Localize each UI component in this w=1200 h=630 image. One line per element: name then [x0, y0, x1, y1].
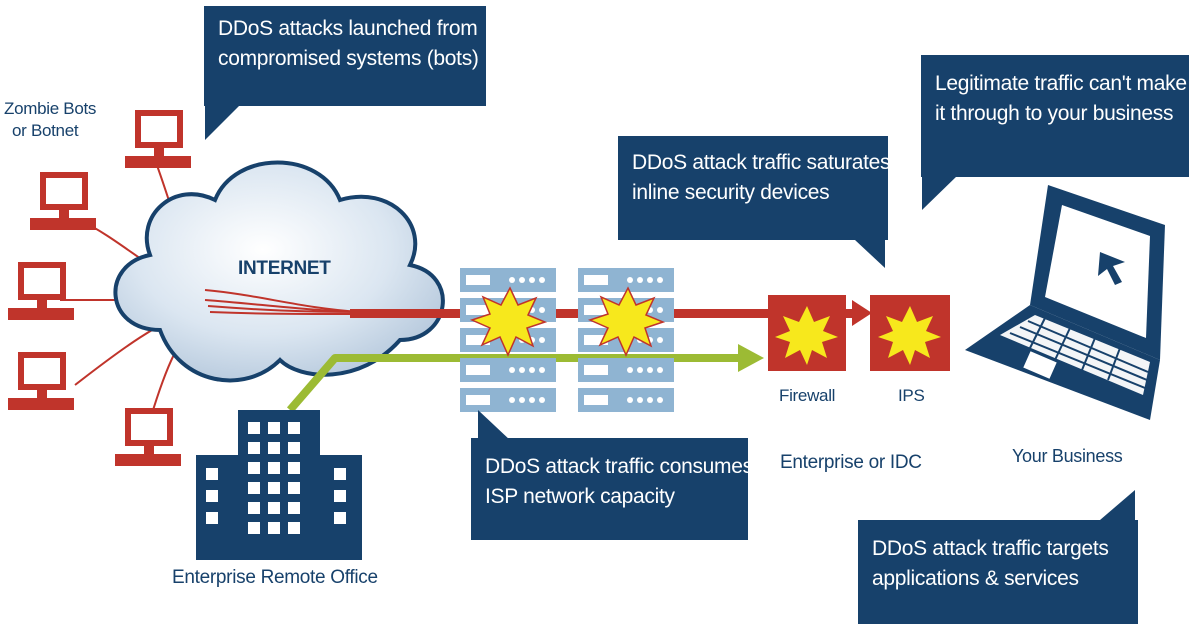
laptop-icon	[965, 185, 1165, 420]
callout-line: applications & services	[872, 567, 1079, 590]
callout-line: DDoS attack traffic consumes	[485, 455, 753, 478]
callout-saturates: DDoS attack traffic saturates inline sec…	[618, 136, 891, 240]
ips-icon	[870, 295, 950, 371]
callout-line: compromised systems (bots)	[218, 47, 479, 70]
callout-line: ISP network capacity	[485, 485, 675, 508]
callout-bots: DDoS attacks launched from compromised s…	[204, 6, 486, 106]
office-building-icon	[196, 410, 362, 560]
callout-line: DDoS attacks launched from	[218, 17, 478, 40]
label-line: or Botnet	[12, 121, 79, 140]
cloud-icon	[113, 160, 445, 383]
your-business-label: Your Business	[1012, 446, 1123, 466]
callout-line: inline security devices	[632, 181, 830, 204]
label-line: Zombie Bots	[4, 99, 97, 118]
callout-line: it through to your business	[935, 102, 1174, 125]
explosion-icon	[469, 286, 548, 357]
callout-line: Legitimate traffic can't make	[935, 72, 1187, 95]
attack-fan-lines	[204, 289, 361, 315]
callout-tails	[205, 105, 1135, 520]
callout-line: DDoS attack traffic saturates	[632, 151, 891, 174]
callout-isp: DDoS attack traffic consumes ISP network…	[471, 438, 753, 540]
cursor-arrow-icon	[1098, 252, 1125, 285]
enterprise-idc-label: Enterprise or IDC	[780, 452, 922, 473]
callout-targets: DDoS attack traffic targets applications…	[858, 520, 1138, 624]
callout-line: DDoS attack traffic targets	[872, 537, 1109, 560]
zombie-bots-label: Zombie Bots or Botnet	[4, 98, 96, 142]
firewall-icon	[768, 295, 846, 371]
explosion-icon	[587, 286, 666, 357]
firewall-label: Firewall	[779, 386, 836, 405]
internet-label: INTERNET	[238, 258, 331, 279]
remote-office-label: Enterprise Remote Office	[172, 567, 378, 588]
callout-legit: Legitimate traffic can't make it through…	[921, 55, 1189, 177]
ips-label: IPS	[898, 386, 925, 405]
